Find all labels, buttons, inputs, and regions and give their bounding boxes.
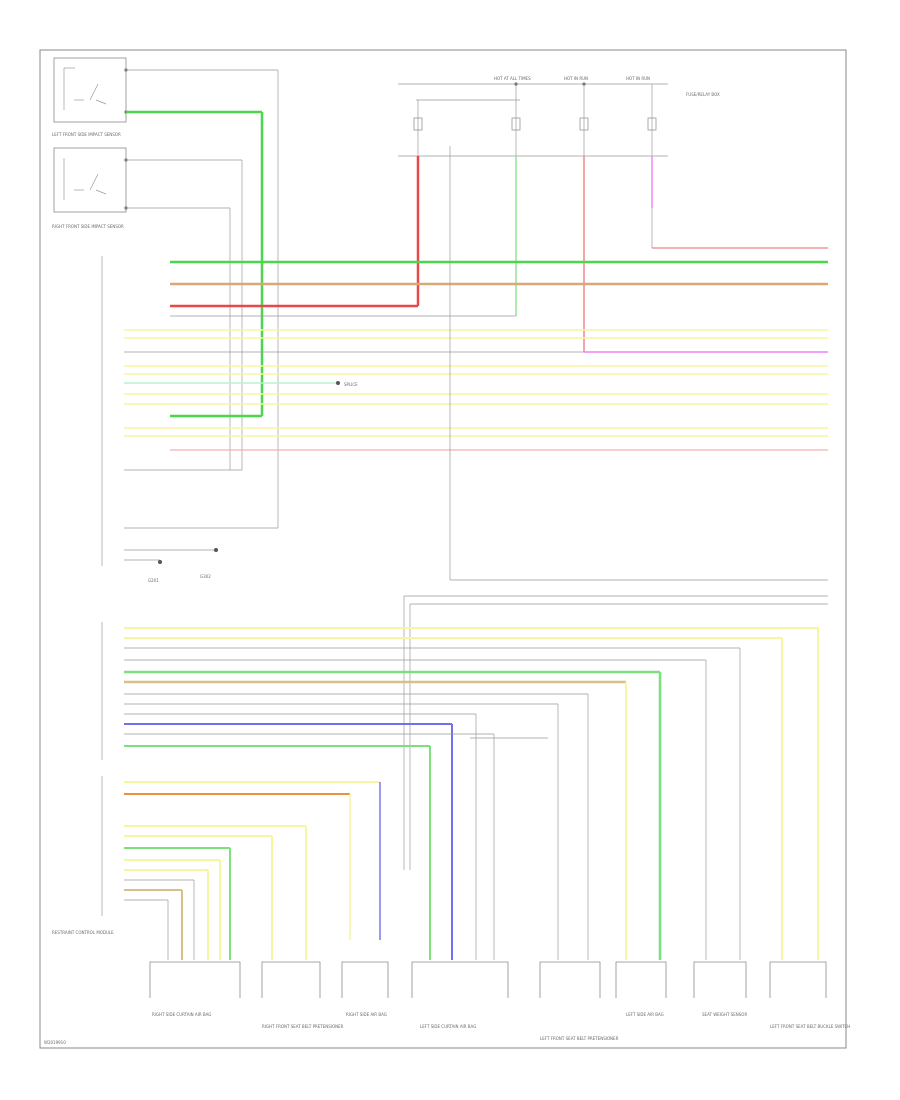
component-boxes — [149, 961, 827, 998]
sensor-label-right: RIGHT FRONT SIDE IMPACT SENSOR — [52, 224, 124, 229]
fuse-label-1: HOT AT ALL TIMES — [494, 76, 531, 81]
ground-label-1: G201 — [148, 578, 159, 583]
ground-label-2: G302 — [200, 574, 211, 579]
right-front-side-impact-sensor — [53, 147, 128, 213]
fuse-label-2: HOT IN RUN — [564, 76, 588, 81]
fuse-label-4: FUSE/RELAY BOX — [686, 92, 720, 97]
splice-label: SPLICE — [344, 382, 358, 387]
ground-stubs — [124, 548, 218, 564]
fuse-output-wires — [416, 156, 828, 353]
diagram-frame — [39, 49, 847, 1049]
component-label-3: RIGHT SIDE AIR BAG — [346, 1012, 387, 1017]
fuse-label-3: HOT IN RUN — [626, 76, 650, 81]
module-label: RESTRAINT CONTROL MODULE — [52, 930, 114, 935]
component-label-2: RIGHT FRONT SEAT BELT PRETENSIONER — [262, 1024, 344, 1029]
component-label-4: LEFT SIDE CURTAIN AIR BAG — [420, 1024, 476, 1029]
right-feeds — [403, 230, 828, 870]
splice-point — [336, 381, 340, 385]
component-label-8: LEFT FRONT SEAT BELT BUCKLE SWITCH — [770, 1024, 850, 1029]
component-label-1: RIGHT SIDE CURTAIN AIR BAG — [152, 1012, 211, 1017]
upper-harness — [124, 260, 828, 529]
middle-harness — [124, 627, 819, 960]
lower-harness — [124, 781, 381, 960]
left-front-side-impact-sensor — [53, 57, 128, 123]
fuse-block — [398, 82, 668, 230]
component-label-6: LEFT SIDE AIR BAG — [626, 1012, 664, 1017]
component-label-5: LEFT FRONT SEAT BELT PRETENSIONER — [540, 1036, 619, 1041]
sensor-leads — [126, 69, 279, 528]
sensor-label-left: LEFT FRONT SIDE IMPACT SENSOR — [52, 132, 121, 137]
component-label-7: SEAT WEIGHT SENSOR — [702, 1012, 747, 1017]
diagram-code: W2019910 — [44, 1040, 66, 1045]
